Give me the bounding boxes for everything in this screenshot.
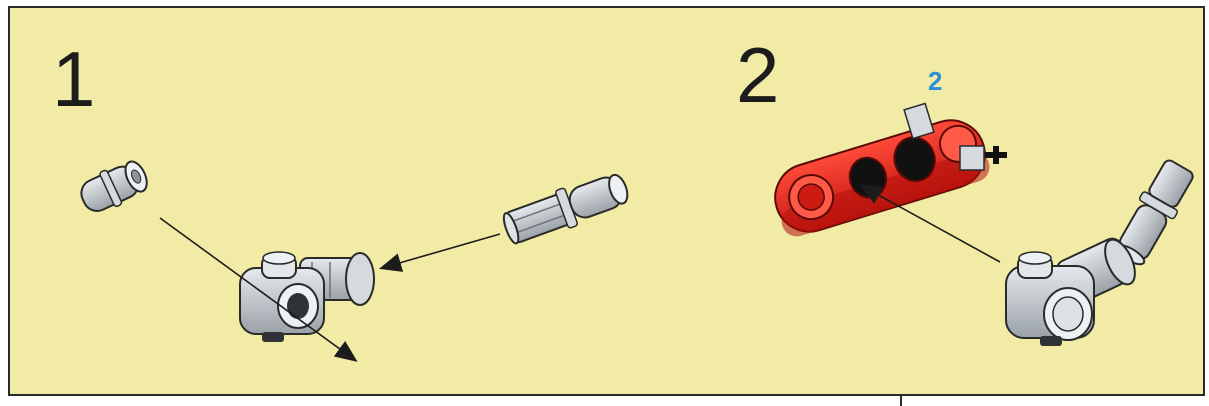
pin-icon [76,156,153,219]
insert-arrow-joint [862,186,1000,262]
insert-arrow-axle [382,234,500,268]
axle-pin-icon [500,168,633,249]
universal-joint-half-icon [240,252,374,342]
red-beam-icon [767,103,1007,240]
joint-with-axle-icon [1006,156,1198,346]
